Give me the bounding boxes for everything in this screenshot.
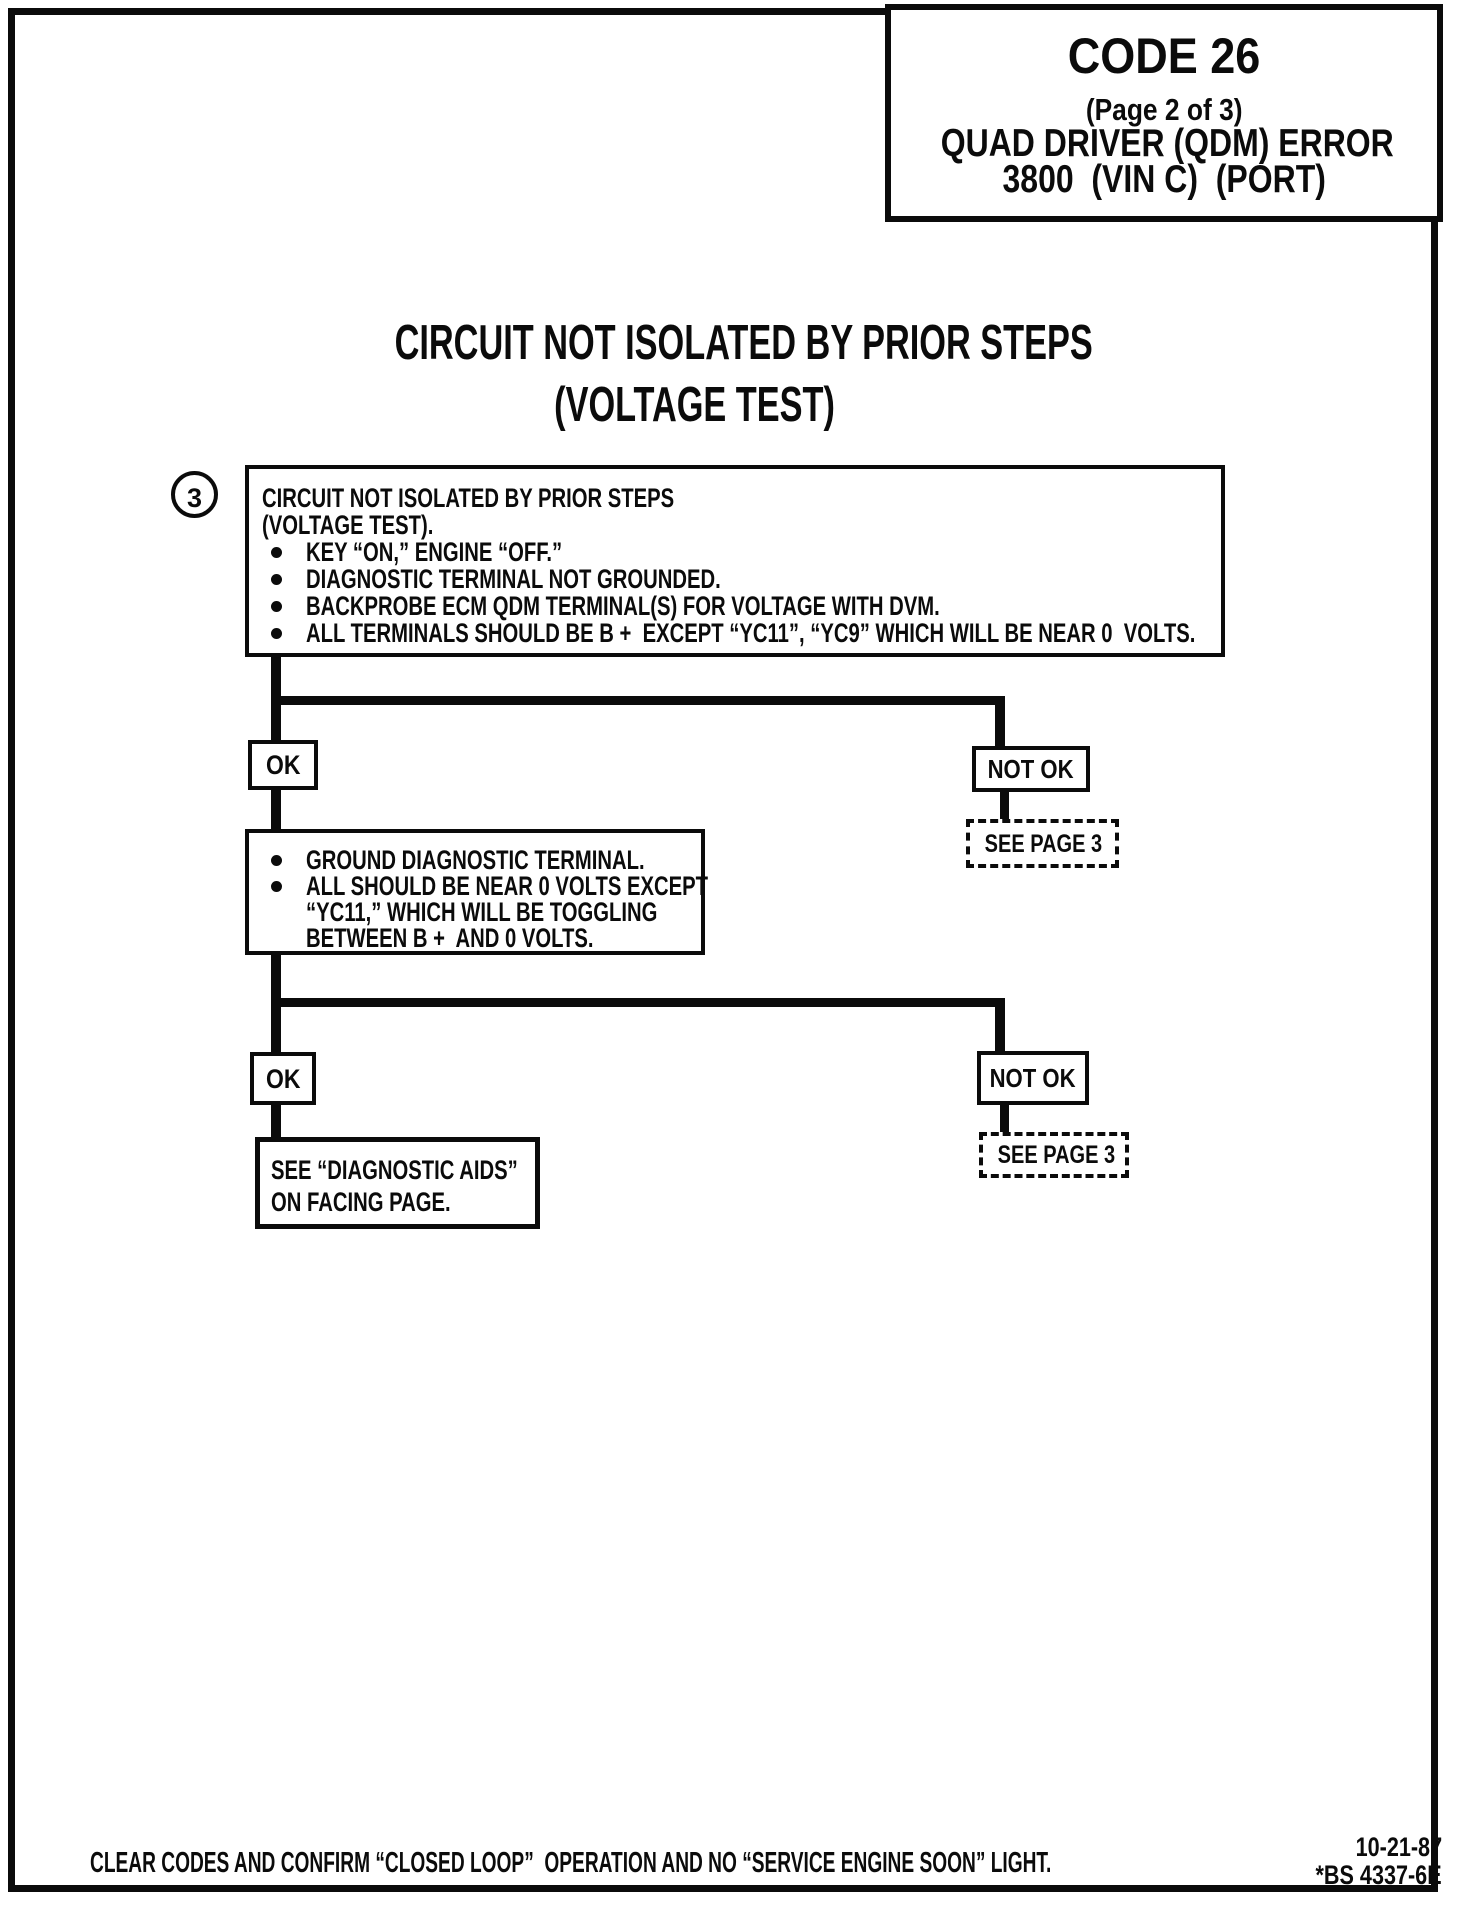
ok-box-1: OK: [248, 740, 318, 790]
page-count: (Page 2 of 3): [1085, 92, 1243, 127]
connector-notok2-to-seepage: [1000, 1105, 1009, 1132]
step-box-heading-2: (VOLTAGE TEST).: [262, 510, 434, 540]
page-border: [8, 8, 1438, 1892]
step-number: 3: [186, 483, 203, 513]
not-ok-box-1: NOT OK: [972, 746, 1090, 792]
ground-box-bullet-1: GROUND DIAGNOSTIC TERMINAL.: [262, 847, 701, 874]
connector-ok2-to-aids-box: [271, 1105, 281, 1137]
step-box-heading-1: CIRCUIT NOT ISOLATED BY PRIOR STEPS: [262, 483, 675, 513]
footer-revision-block: 10-21-87 *BS 4337-6E: [1092, 1833, 1442, 1889]
step-box-bullet-4: ALL TERMINALS SHOULD BE B + EXCEPT “YC11…: [262, 620, 1221, 647]
footer-note: CLEAR CODES AND CONFIRM “CLOSED LOOP” OP…: [90, 1847, 1052, 1879]
step-box: CIRCUIT NOT ISOLATED BY PRIOR STEPS (VOL…: [245, 465, 1225, 657]
ground-box: GROUND DIAGNOSTIC TERMINAL. ALL SHOULD B…: [245, 829, 708, 955]
diagnostic-aids-box: SEE “DIAGNOSTIC AIDS” ON FACING PAGE.: [255, 1137, 540, 1229]
see-page-3-box-1: SEE PAGE 3: [966, 819, 1119, 868]
step-number-circle: 3: [171, 471, 218, 518]
bullet-icon: [271, 881, 282, 892]
ground-box-bullet-2-text: ALL SHOULD BE NEAR 0 VOLTS EXCEPT “YC11,…: [306, 871, 709, 953]
header-box: CODE 26 (Page 2 of 3) QUAD DRIVER (QDM) …: [885, 4, 1443, 222]
branch1-right-drop: [995, 696, 1005, 748]
branch2-right-drop: [995, 998, 1005, 1053]
bullet-icon: [271, 601, 282, 612]
header-subtitle-line-1: QUAD DRIVER (QDM) ERROR: [940, 122, 1394, 165]
connector-ok1-to-ground-box: [271, 790, 281, 829]
ground-box-bullet-2: ALL SHOULD BE NEAR 0 VOLTS EXCEPT “YC11,…: [262, 873, 708, 952]
see-page-3-box-2: SEE PAGE 3: [979, 1132, 1129, 1178]
bullet-icon: [271, 855, 282, 866]
step-box-bullet-1: KEY “ON,” ENGINE “OFF.”: [262, 539, 1221, 566]
flowchart-title-line-1: CIRCUIT NOT ISOLATED BY PRIOR STEPS: [394, 316, 1093, 370]
bullet-icon: [271, 628, 282, 639]
step-box-bullet-3: BACKPROBE ECM QDM TERMINAL(S) FOR VOLTAG…: [262, 593, 1221, 620]
flowchart-title-line-2: (VOLTAGE TEST): [554, 378, 836, 432]
bullet-icon: [271, 547, 282, 558]
footer-date: 10-21-87: [1355, 1832, 1442, 1862]
footer-doc-number: *BS 4337-6E: [1315, 1860, 1442, 1890]
bullet-icon: [271, 574, 282, 585]
ok-box-2: OK: [250, 1052, 316, 1105]
flowchart-title: CIRCUIT NOT ISOLATED BY PRIOR STEPS (VOL…: [245, 312, 1145, 436]
header-subtitle-line-2: 3800 (VIN C) (PORT): [1002, 158, 1326, 201]
branch1-horizontal-line: [271, 696, 1005, 705]
code-title: CODE 26: [1067, 28, 1261, 84]
branch2-horizontal-line: [271, 998, 1005, 1007]
aids-box-line-2: ON FACING PAGE.: [271, 1187, 451, 1217]
connector-notok1-to-seepage: [1000, 790, 1009, 819]
aids-box-line-1: SEE “DIAGNOSTIC AIDS”: [271, 1155, 518, 1185]
step-box-bullet-2: DIAGNOSTIC TERMINAL NOT GROUNDED.: [262, 566, 1221, 593]
not-ok-box-2: NOT OK: [977, 1051, 1089, 1105]
